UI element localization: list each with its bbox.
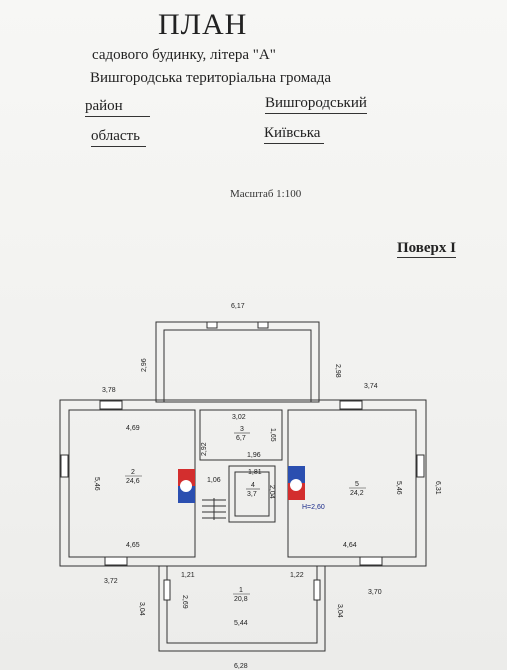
dim-room5-bottom: 4,64 [343, 542, 357, 549]
dim-top: 6,17 [231, 303, 245, 310]
region-label: область [91, 128, 146, 147]
svg-text:1: 1 [239, 587, 243, 594]
room-4-inner [234, 471, 270, 517]
district-label: район [85, 98, 150, 117]
dim-181: 1,81 [248, 469, 262, 476]
svg-text:6,7: 6,7 [236, 435, 246, 442]
dim-room2-top: 4,69 [126, 425, 140, 432]
dim-204: 2,04 [268, 485, 275, 499]
svg-text:3,7: 3,7 [247, 491, 257, 498]
top-wing-outline [155, 321, 320, 403]
stove-right [288, 466, 305, 500]
dim-left-wing: 3,78 [102, 387, 116, 394]
dim-304-left: 3,04 [138, 602, 145, 616]
dim-room2-bottom: 4,65 [126, 542, 140, 549]
dim-outer-right: 6,31 [434, 481, 441, 495]
top-wing-inner [163, 329, 312, 403]
svg-text:4: 4 [251, 482, 255, 489]
main-outline [59, 399, 427, 567]
dim-106: 1,06 [207, 477, 221, 484]
dim-right-h: 2,98 [334, 364, 341, 378]
stove-left [178, 469, 195, 503]
ceiling-height: H=2,60 [302, 504, 325, 511]
room-2-label: 2 24,6 [125, 469, 142, 485]
dim-628: 6,28 [234, 663, 248, 670]
room-3-label: 3 6,7 [234, 426, 250, 442]
dim-165: 1,65 [269, 428, 276, 442]
svg-text:3: 3 [240, 426, 244, 433]
district-value: Вишгородський [265, 95, 367, 114]
svg-text:20,8: 20,8 [234, 596, 248, 603]
room-4-label: 4 3,7 [246, 482, 260, 498]
dim-304-right: 3,04 [336, 604, 343, 618]
room-3-outline [199, 409, 283, 461]
region-value: Київська [264, 125, 324, 144]
dim-196: 1,96 [247, 452, 261, 459]
dim-292: 2,92 [201, 442, 208, 456]
page-title: ПЛАН [158, 8, 248, 41]
dim-right-wing: 3,74 [364, 383, 378, 390]
dim-left-side: 5,46 [93, 477, 100, 491]
svg-text:5: 5 [355, 481, 359, 488]
dim-122: 1,22 [290, 572, 304, 579]
floor-label: Поверх І [397, 240, 456, 258]
community: Вишгородська територіальна громада [90, 70, 332, 86]
room-4-outline [228, 465, 276, 523]
dim-right-side: 5,46 [395, 481, 402, 495]
svg-text:2: 2 [131, 469, 135, 476]
dim-544: 5,44 [234, 620, 248, 627]
dim-left-h: 2,96 [141, 358, 148, 372]
dim-302: 3,02 [232, 414, 246, 421]
dim-121: 1,21 [181, 572, 195, 579]
subtitle: садового будинку, літера "А" [92, 47, 276, 63]
room-1-label: 1 20,8 [233, 587, 250, 603]
dim-bot-right: 3,70 [368, 589, 382, 596]
dim-bot-left: 3,72 [104, 578, 118, 585]
room-1-outline [166, 565, 318, 644]
dim-269: 2,69 [181, 595, 188, 609]
room-5-label: 5 24,2 [349, 481, 366, 497]
svg-text:24,6: 24,6 [126, 478, 140, 485]
svg-text:24,2: 24,2 [350, 490, 364, 497]
scale-label: Масштаб 1:100 [230, 188, 302, 200]
